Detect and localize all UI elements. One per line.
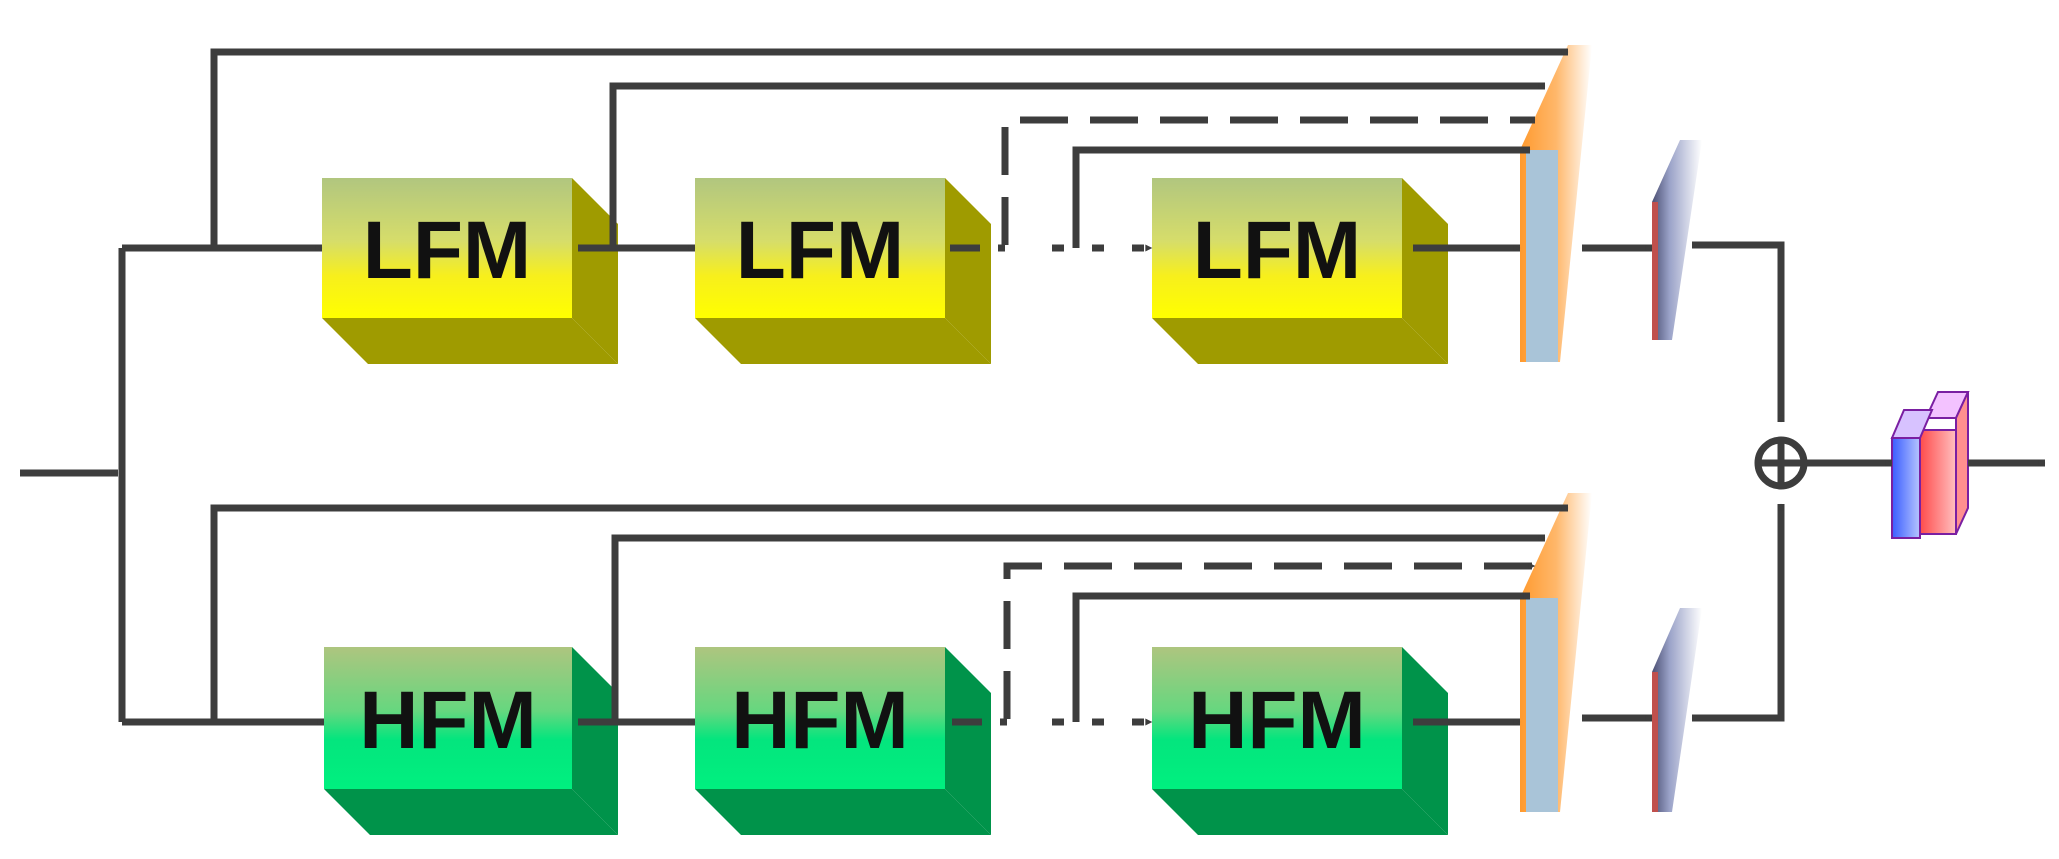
output-map-red (1919, 429, 1957, 535)
hfm-block-2-side (945, 647, 991, 835)
hfm-block-1-bottom (324, 789, 618, 835)
lfm-block-1-face (322, 178, 572, 318)
lfm-block-3-side (1402, 178, 1448, 364)
bottom-conv-feature-slice-edge (1652, 672, 1658, 812)
hfm-block-3: HFM (1152, 647, 1448, 835)
hfm-1-skip (611, 534, 1546, 722)
lfm-block-2-bottom (695, 318, 991, 364)
lfm-block-1-bottom (322, 318, 618, 364)
lfm-block-3-label: LFM (1193, 205, 1361, 296)
hfm-block-3-bottom (1152, 789, 1448, 835)
lfm-block-3-bottom (1152, 318, 1448, 364)
hfm-3-skip-input (1072, 592, 1531, 722)
top-concat-layer (1520, 45, 1592, 362)
hfm-block-3-label: HFM (1188, 675, 1366, 766)
top-conv-feature-slice (1652, 140, 1702, 340)
lfm-block-2-label: LFM (736, 205, 904, 296)
hfm-block-2: HFM (695, 647, 991, 835)
hfm-block-3-side (1402, 647, 1448, 835)
bottom-concat-layer-inner (1526, 598, 1558, 812)
hfm-block-3-face (1152, 647, 1402, 789)
output-map-blue (1891, 437, 1921, 539)
lfm-block-1: LFM (322, 178, 618, 364)
output-map-back-side (1955, 391, 1969, 535)
bottom-concat-layer (1520, 493, 1592, 812)
hfm-block-1: HFM (324, 647, 618, 835)
hfm-block-2-face (695, 647, 945, 789)
top-conv-to-sum-arrow (1692, 241, 1785, 423)
lfm-block-3-face (1152, 178, 1402, 318)
lfm-block-1-side (572, 178, 618, 364)
top-conv-feature-slice-slab (1652, 140, 1702, 340)
lfm-block-2-side (945, 178, 991, 364)
lfm-block-3: LFM (1152, 178, 1448, 364)
top-concat-layer-inner (1526, 150, 1558, 362)
connections (20, 48, 2046, 726)
elementwise-sum-icon (1754, 436, 1808, 490)
lfm-block-2-face (695, 178, 945, 318)
hfm-block-1-side (572, 647, 618, 835)
bottom-conv-feature-slice (1652, 608, 1702, 812)
lfm-block-2: LFM (695, 178, 991, 364)
lfm-2-skip-dashed (1001, 116, 1536, 245)
hfm-skip-input (210, 504, 1569, 722)
hfm-block-1-label: HFM (359, 675, 537, 766)
top-conv-feature-slice-edge (1652, 202, 1658, 340)
hfm-2-skip-dashed (1003, 562, 1536, 719)
lfm-3-skip-input (1072, 146, 1531, 248)
lfm-1-skip (609, 82, 1546, 248)
output-feature-map (1890, 391, 1970, 539)
lfm-skip-input (210, 48, 1569, 248)
bottom-conv-to-sum-arrow (1692, 503, 1785, 722)
bottom-conv-feature-slice-slab (1652, 608, 1702, 812)
lfm-block-1-label: LFM (363, 205, 531, 296)
hfm-block-1-face (324, 647, 572, 789)
hfm-block-2-label: HFM (731, 675, 909, 766)
hfm-block-2-bottom (695, 789, 991, 835)
